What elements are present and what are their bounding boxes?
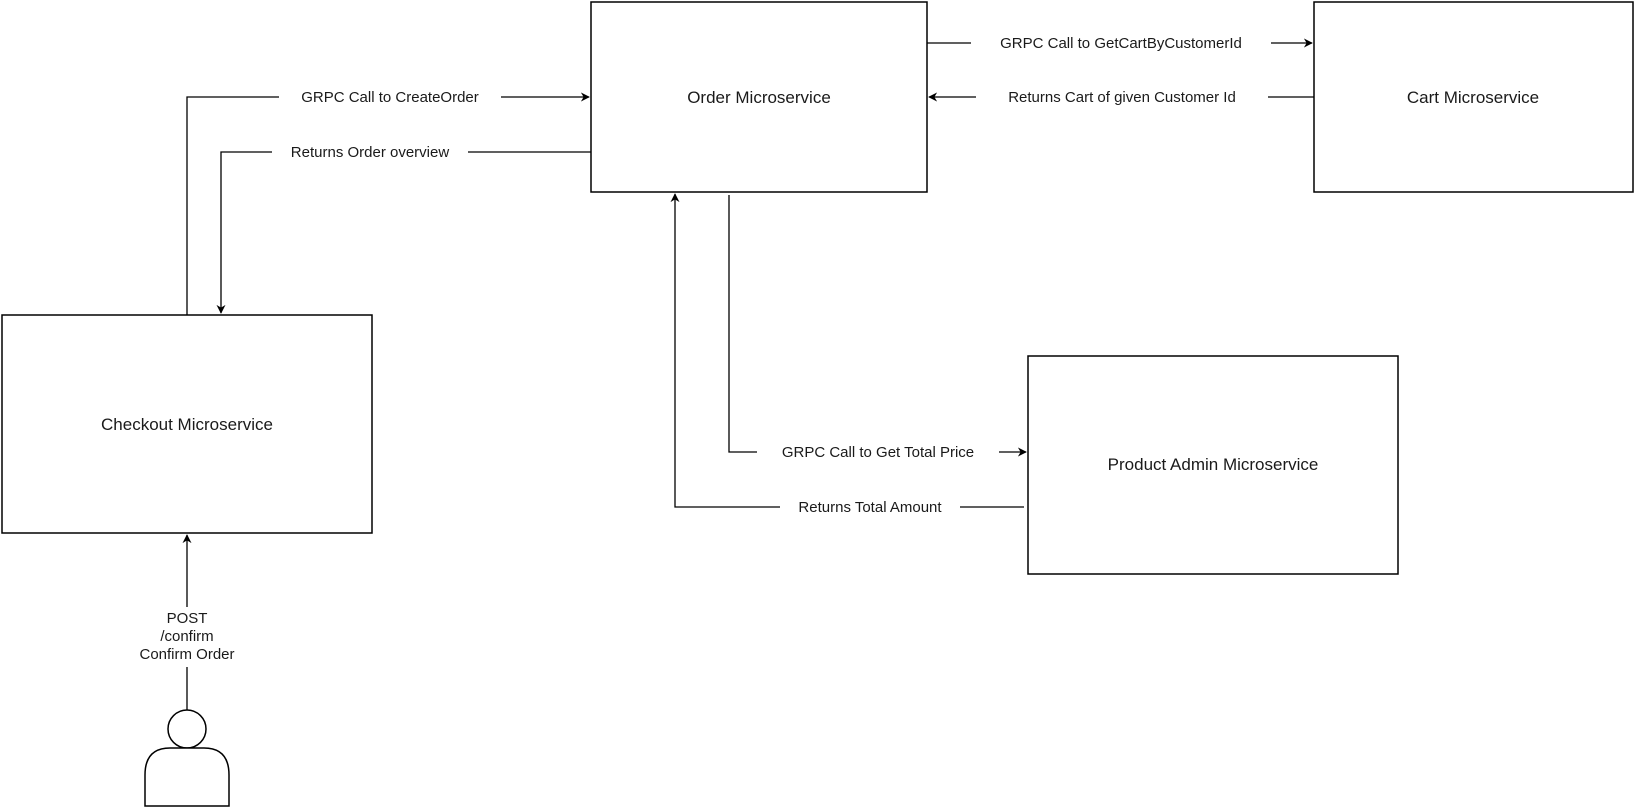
edge-cart-return-label: Returns Cart of given Customer Id: [1008, 89, 1236, 106]
cart-microservice-label: Cart Microservice: [1407, 88, 1539, 107]
edge-post-description-label: Confirm Order: [139, 646, 234, 663]
edge-total-amount[interactable]: Returns Total Amount: [670, 193, 1024, 517]
order-microservice-node[interactable]: Order Microservice: [590, 1, 928, 193]
checkout-microservice-node[interactable]: Checkout Microservice: [1, 314, 373, 534]
edge-get-total-price[interactable]: GRPC Call to Get Total Price: [728, 195, 1027, 462]
edge-create-order-label: GRPC Call to CreateOrder: [301, 89, 479, 106]
edge-post-method-label: POST: [167, 610, 208, 627]
edge-post-confirm[interactable]: POST /confirm Confirm Order: [139, 534, 250, 710]
edge-get-cart-label: GRPC Call to GetCartByCustomerId: [1000, 35, 1242, 52]
edge-order-overview[interactable]: Returns Order overview: [216, 142, 591, 314]
edge-post-path-label: /confirm: [160, 628, 213, 645]
cart-microservice-node[interactable]: Cart Microservice: [1313, 1, 1634, 193]
checkout-microservice-label: Checkout Microservice: [101, 415, 273, 434]
user-icon[interactable]: [144, 709, 230, 807]
edge-order-overview-label: Returns Order overview: [291, 144, 450, 161]
edge-cart-return[interactable]: Returns Cart of given Customer Id: [928, 87, 1314, 107]
product-admin-microservice-node[interactable]: Product Admin Microservice: [1027, 355, 1399, 575]
edge-create-order[interactable]: GRPC Call to CreateOrder: [186, 87, 590, 315]
order-microservice-label: Order Microservice: [687, 88, 831, 107]
product-admin-microservice-label: Product Admin Microservice: [1108, 455, 1319, 474]
edge-total-amount-label: Returns Total Amount: [798, 499, 942, 516]
edge-get-cart[interactable]: GRPC Call to GetCartByCustomerId: [927, 33, 1313, 53]
edge-get-total-price-label: GRPC Call to Get Total Price: [782, 444, 974, 461]
